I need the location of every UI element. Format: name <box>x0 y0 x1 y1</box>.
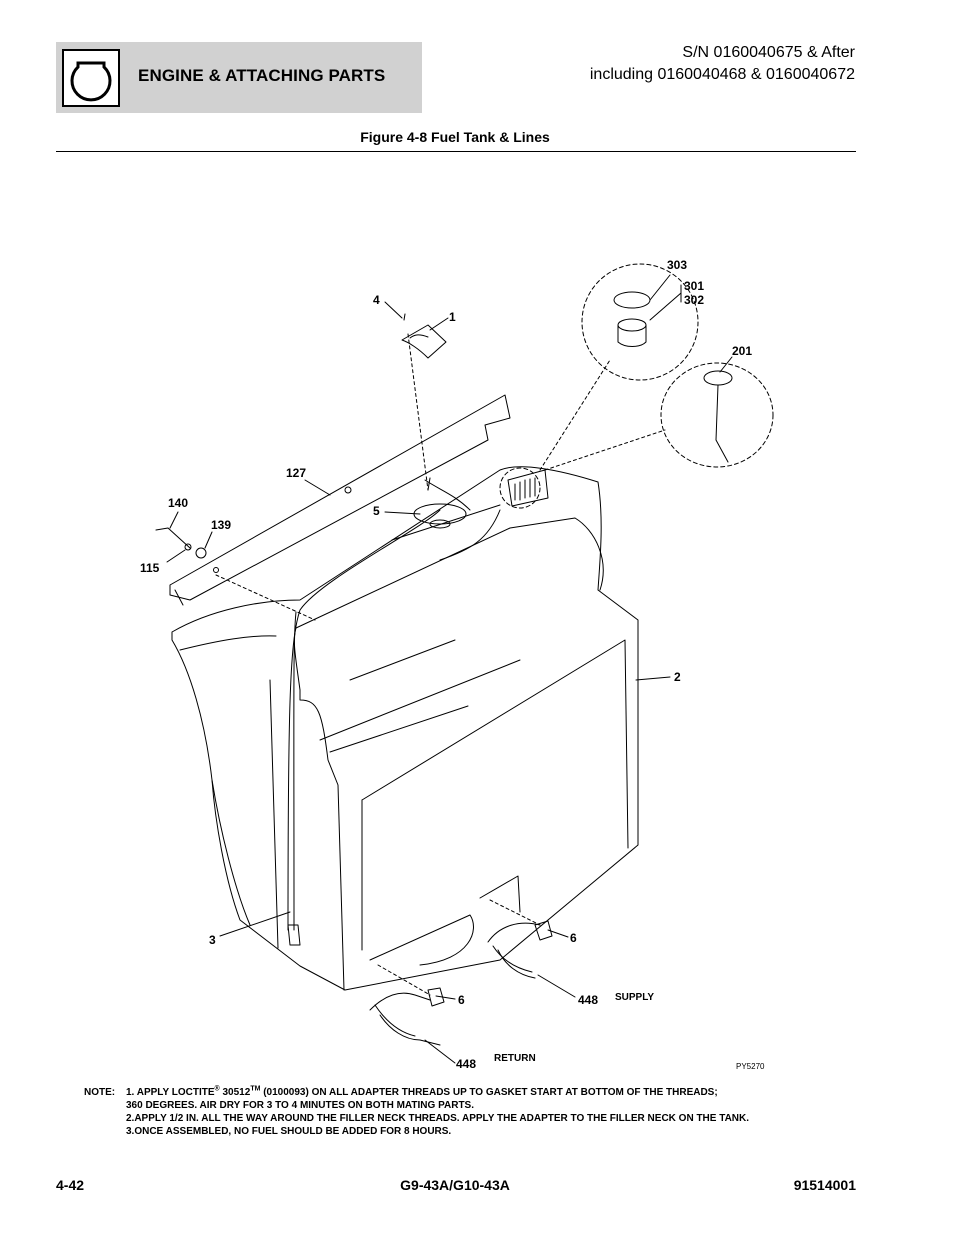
callout-201: 201 <box>732 344 753 358</box>
callout-6-return: 6 <box>458 993 465 1007</box>
note-1-text-a: 1. APPLY LOCTITE <box>126 1087 215 1098</box>
document-number: 91514001 <box>793 1177 856 1193</box>
callout-448-return: 448 <box>456 1057 477 1071</box>
supply-label: SUPPLY <box>615 992 655 1003</box>
model-number: G9-43A/G10-43A <box>400 1177 510 1193</box>
callout-127: 127 <box>286 466 307 480</box>
note-line-4: 3.ONCE ASSEMBLED, NO FUEL SHOULD BE ADDE… <box>126 1126 452 1137</box>
fuel-line <box>407 333 429 491</box>
callout-1: 1 <box>449 310 456 324</box>
callout-6-supply: 6 <box>570 931 577 945</box>
note-line-2: 360 DEGREES. AIR DRY FOR 3 TO 4 MINUTES … <box>126 1100 475 1111</box>
callout-3: 3 <box>209 933 216 947</box>
hose-clip <box>401 324 447 359</box>
fuel-gauge-detail-circle <box>660 362 774 468</box>
note-line-3: 2.APPLY 1/2 IN. ALL THE WAY AROUND THE F… <box>126 1113 750 1124</box>
callout-4: 4 <box>373 293 380 307</box>
note-1-text-c: (0100093) ON ALL ADAPTER THREADS UP TO G… <box>260 1087 718 1098</box>
filler-neck <box>507 469 549 507</box>
tank-front-panel <box>293 517 604 691</box>
callout-448-supply: 448 <box>578 993 599 1007</box>
registered-mark: ® <box>214 1085 220 1093</box>
serial-line-1: S/N 0160040675 & After <box>682 44 855 61</box>
note-1-text-b: 30512 <box>219 1087 251 1098</box>
notes-lead: NOTE: <box>84 1087 116 1098</box>
callout-2: 2 <box>674 670 681 684</box>
section-header: ENGINE & ATTACHING PARTS <box>56 42 422 113</box>
trademark-mark: TM <box>250 1085 261 1093</box>
callout-302: 302 <box>684 293 705 307</box>
return-hose <box>369 992 441 1046</box>
engine-icon <box>62 49 120 107</box>
callout-303: 303 <box>667 258 688 272</box>
section-title: ENGINE & ATTACHING PARTS <box>138 66 386 85</box>
header-divider <box>56 151 856 152</box>
page-number: 4-42 <box>56 1177 85 1193</box>
fuel-sender-unit <box>413 503 467 525</box>
figure-title: Figure 4-8 Fuel Tank & Lines <box>360 129 550 145</box>
note-line-1: 1. APPLY LOCTITE® 30512TM (0100093) ON A… <box>126 1086 846 1099</box>
supply-hose <box>487 922 541 979</box>
serial-line-2: including 0160040468 & 0160040672 <box>589 66 855 83</box>
callout-115: 115 <box>140 561 160 575</box>
callout-301: 301 <box>684 279 705 293</box>
callout-139: 139 <box>211 518 232 532</box>
fuel-cap-detail-circle <box>581 263 699 381</box>
drawing-reference: PY5270 <box>736 1062 765 1071</box>
fuel-tank-outline <box>171 466 639 991</box>
return-label: RETURN <box>494 1053 536 1064</box>
callout-140: 140 <box>168 496 189 510</box>
mounting-bracket <box>169 394 511 601</box>
bolt <box>155 527 191 549</box>
serial-number-range: S/N 0160040675 & After including 0160040… <box>590 42 855 86</box>
callout-5: 5 <box>373 504 380 518</box>
